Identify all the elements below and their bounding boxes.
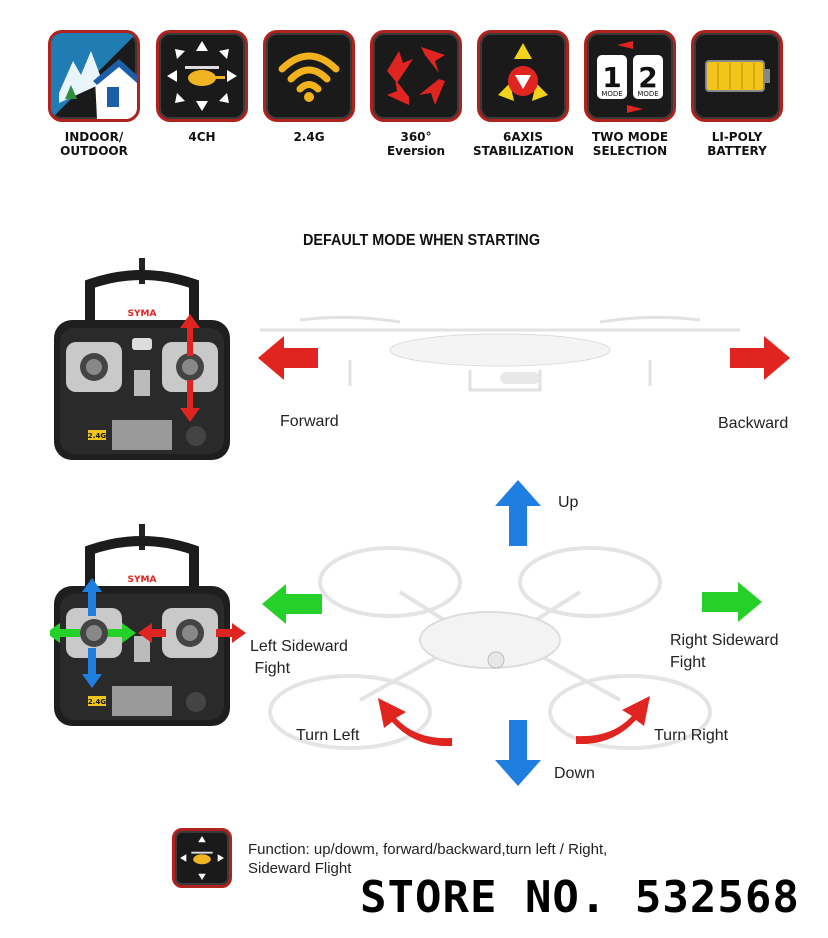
backward-arrow-icon [730, 336, 790, 380]
mode-label-two: MODE [637, 90, 658, 98]
feature-2-4g: 2.4G [259, 30, 359, 144]
feature-6axis: 6AXIS STABILIZATION [473, 30, 574, 158]
feature-label: LI-POLY BATTERY [707, 130, 767, 158]
six-axis-icon [477, 30, 569, 122]
feature-4ch: 4CH [152, 30, 252, 144]
feature-label: 6AXIS STABILIZATION [473, 130, 574, 158]
turn-right-arrow-icon [576, 696, 650, 744]
rotate-arrows-icon [370, 30, 462, 122]
feature-label: INDOOR/ OUTDOOR [60, 130, 128, 158]
down-arrow-icon [495, 720, 541, 786]
controller-band: 2.4G [88, 698, 106, 706]
turn-right-label: Turn Right [654, 727, 729, 744]
turn-left-label: Turn Left [296, 727, 360, 744]
forward-label: Forward [280, 413, 339, 430]
mode-label-one: MODE [601, 90, 622, 98]
right-sideward-arrow-icon [702, 582, 762, 622]
down-label: Down [554, 765, 595, 782]
drone-top-view [268, 546, 712, 750]
store-number: STORE NO. 532568 [360, 872, 800, 923]
right-sideward-label: Right Sideward Fight [670, 632, 779, 671]
mode-one-text: 1 [602, 61, 621, 94]
up-arrow-icon [495, 480, 541, 546]
helicopter-4ch-icon [156, 30, 248, 122]
feature-360-eversion: 360° Eversion [366, 30, 466, 158]
turn-left-arrow-icon [378, 698, 452, 746]
controller-brand: SYMA [128, 309, 157, 319]
feature-li-poly: LI-POLY BATTERY [687, 30, 787, 158]
left-sideward-label: Left Sideward Fight [250, 638, 348, 677]
two-mode-icon: 1 2 MODE MODE [584, 30, 676, 122]
drone-side-view [260, 315, 740, 392]
mode-two-text: 2 [638, 61, 657, 94]
page-heading: DEFAULT MODE WHEN STARTING [302, 232, 541, 249]
function-helicopter-icon [172, 828, 232, 888]
feature-label: 4CH [188, 130, 216, 144]
feature-indoor-outdoor: INDOOR/ OUTDOOR [44, 30, 144, 158]
up-label: Up [558, 494, 579, 511]
feature-two-mode: 1 2 MODE MODE TWO MODE SELECTION [580, 30, 680, 158]
controller-brand: SYMA [128, 575, 157, 585]
feature-label: TWO MODE SELECTION [591, 130, 669, 158]
controller-image-bottom: SYMA 2.4G [50, 524, 246, 726]
left-sideward-arrow-icon [262, 584, 322, 624]
feature-label: 2.4G [293, 130, 325, 144]
indoor-outdoor-icon [48, 30, 140, 122]
forward-arrow-icon [258, 336, 318, 380]
wifi-icon [263, 30, 355, 122]
controller-image-top: SYMA 2.4G [54, 258, 230, 460]
backward-label: Backward [718, 415, 789, 432]
function-description: Function: up/dowm, forward/backward,turn… [248, 841, 608, 877]
feature-label: 360° Eversion [386, 130, 446, 158]
battery-icon [691, 30, 783, 122]
controller-band: 2.4G [88, 432, 106, 440]
